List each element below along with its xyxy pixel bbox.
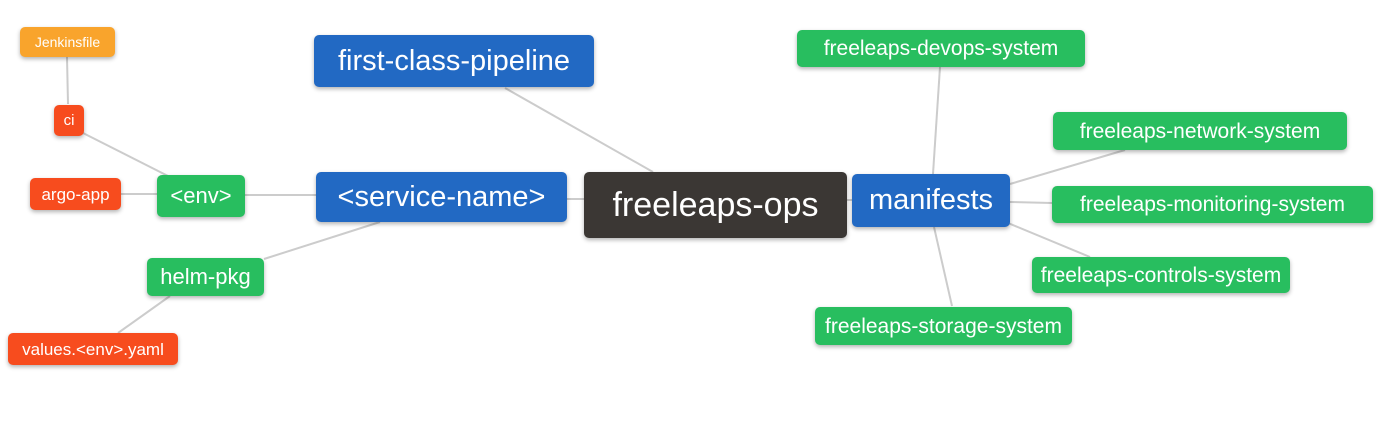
edge-ci-env [80,131,171,178]
node-argo-app[interactable]: argo-app [30,178,121,210]
edge-pipeline-ops [504,87,654,173]
edge-manifests-devops [932,66,941,175]
edge-manifests-controls [1007,222,1091,258]
edge-manifests-network [1009,149,1126,185]
node-network-system[interactable]: freeleaps-network-system [1053,112,1347,150]
node-ci[interactable]: ci [54,105,84,136]
edge-helm-pkg-values [117,295,171,334]
node-controls-system[interactable]: freeleaps-controls-system [1032,257,1290,293]
node-storage-system[interactable]: freeleaps-storage-system [815,307,1072,345]
node-helm-pkg[interactable]: helm-pkg [147,258,264,296]
node-values-env-yaml[interactable]: values.<env>.yaml [8,333,178,365]
edge-jenkinsfile-ci [66,56,69,105]
edge-manifests-storage [933,226,953,307]
node-devops-system[interactable]: freeleaps-devops-system [797,30,1085,67]
node-jenkinsfile[interactable]: Jenkinsfile [20,27,115,57]
node-manifests[interactable]: manifests [852,174,1010,227]
node-env[interactable]: <env> [157,175,245,217]
node-monitoring-system[interactable]: freeleaps-monitoring-system [1052,186,1373,223]
node-freeleaps-ops[interactable]: freeleaps-ops [584,172,847,238]
edge-service-name-helm-pkg [263,221,381,260]
node-first-class-pipeline[interactable]: first-class-pipeline [314,35,594,87]
node-service-name[interactable]: <service-name> [316,172,567,222]
edge-manifests-monitoring [1009,201,1053,204]
